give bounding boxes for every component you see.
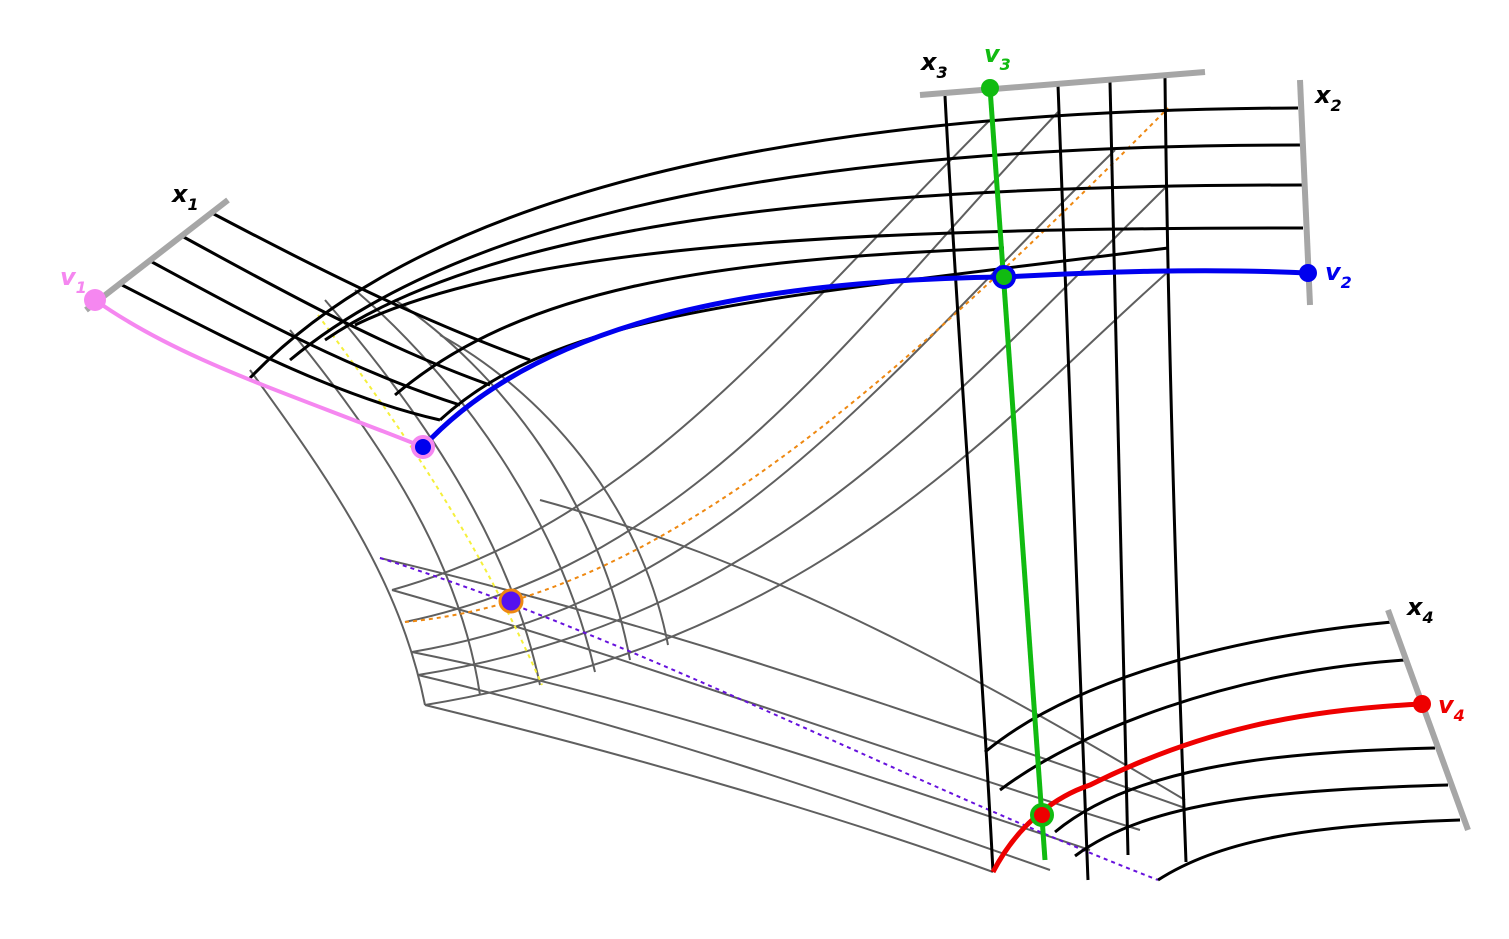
gray-x4-4 [417, 674, 1051, 871]
x1-black-grid [121, 210, 531, 422]
x2-fiber-2 [289, 143, 1301, 362]
gray-arc-1 [249, 369, 426, 706]
axis-x4 [1385, 608, 1471, 832]
v2-v3-junction [992, 265, 1016, 289]
yellow-dotted-curve [317, 314, 543, 686]
x1-fiber-2 [179, 233, 491, 387]
gray-arc-5 [394, 299, 631, 661]
dotted-guides [317, 107, 1169, 881]
x4-black-grid [984, 620, 1461, 882]
v4-point [1413, 695, 1431, 713]
x3-fiber-3 [1108, 81, 1130, 856]
v4-curve [990, 701, 1423, 874]
x4-fiber-3 [1054, 746, 1436, 834]
v3-v4-junction [1030, 803, 1054, 827]
gray-arc-6 [439, 334, 669, 646]
label-v2: v2 [1325, 258, 1352, 292]
x2-fiber-3 [324, 183, 1303, 342]
gray-x3-4 [417, 184, 1169, 676]
x1-fiber-3 [151, 260, 461, 407]
gray-x3-1 [391, 119, 991, 591]
x2-fiber-5 [394, 246, 1005, 397]
gray-x3-2 [404, 109, 1061, 623]
x3-fiber-2 [1056, 84, 1090, 881]
gray-x4-6 [539, 499, 1186, 801]
gray-arc-2 [289, 329, 481, 696]
v1-curve [93, 298, 424, 449]
label-v3: v3 [984, 40, 1011, 74]
label-x4: x4 [1406, 593, 1434, 627]
gray-x3-3 [411, 149, 1116, 653]
x3-fiber-4 [1163, 77, 1188, 863]
label-v1: v1 [60, 263, 87, 297]
gray-arc-4 [354, 289, 596, 673]
x1-fiber-1 [209, 210, 531, 362]
axis-x1 [84, 197, 230, 313]
label-x3: x3 [920, 48, 948, 82]
x4-fiber-4 [1074, 783, 1449, 858]
gray-x3-5 [424, 269, 1171, 706]
v3-curve [987, 87, 1048, 861]
gray-grid [249, 109, 1186, 873]
label-x1: x1 [171, 180, 199, 214]
label-v4: v4 [1438, 691, 1465, 725]
x1-fiber-4 [121, 283, 441, 422]
v1-v2-junction [411, 435, 435, 459]
gray-x4-2 [391, 589, 1141, 831]
x3-fiber-1 [943, 95, 995, 873]
x4-fiber-5 [1157, 818, 1461, 882]
gray-arc-3 [324, 299, 541, 686]
center-point [498, 588, 524, 614]
v1-point [84, 289, 106, 311]
x2-fiber-1 [248, 106, 1299, 380]
points [84, 79, 1431, 827]
main-curves [93, 87, 1423, 874]
v2-point [1299, 264, 1317, 282]
x2-black-grid [248, 106, 1304, 422]
x2-fiber-4 [354, 226, 1304, 327]
axis-x3 [919, 69, 1206, 98]
v3-point [981, 79, 999, 97]
labels: x1 x2 x3 x4 v1 v2 v3 v4 [60, 40, 1465, 725]
x4-fiber-1 [984, 620, 1393, 754]
v2-curve [421, 268, 1309, 449]
gray-x4-5 [424, 704, 994, 873]
purple-dotted-curve [379, 557, 1159, 881]
label-x2: x2 [1314, 81, 1342, 115]
